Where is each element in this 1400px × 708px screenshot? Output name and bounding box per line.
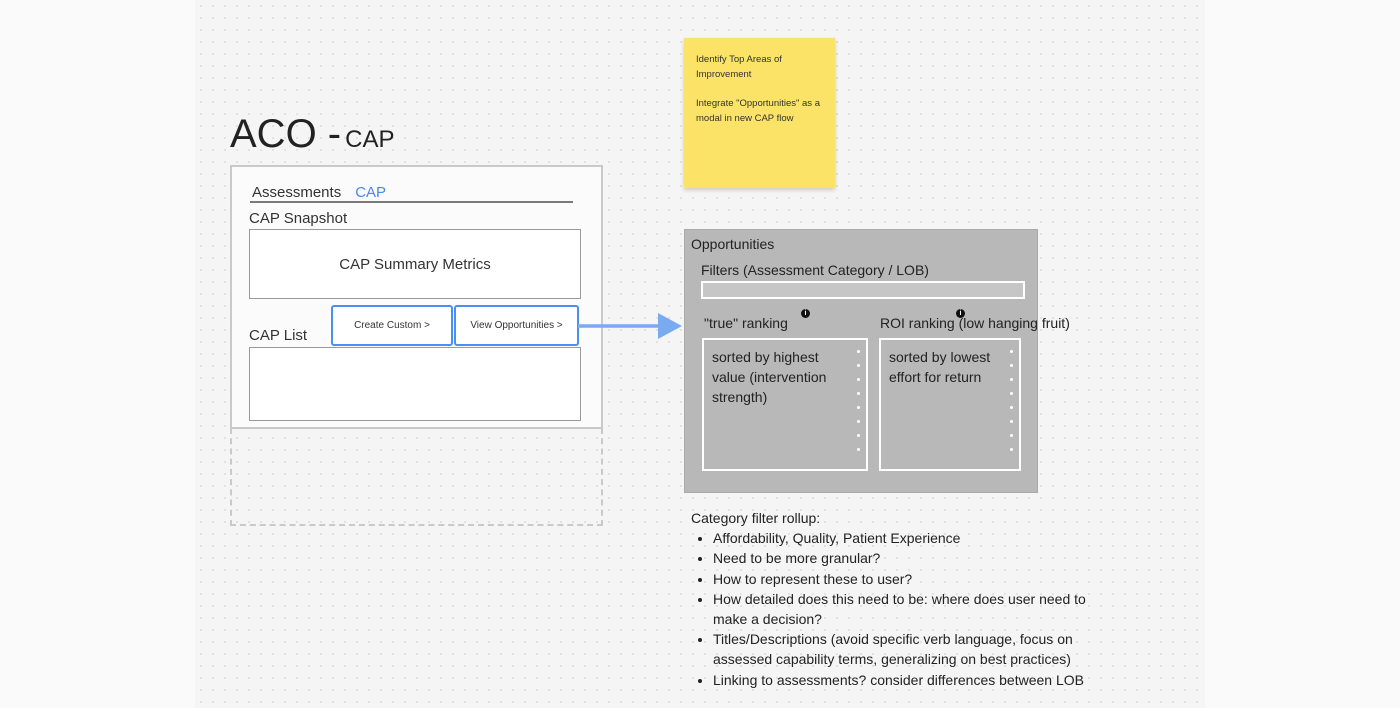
wireframe-extension [230,428,603,526]
connector-arrow-icon [578,313,682,339]
sticky-line-1: Identify Top Areas of Improvement [696,54,782,80]
cap-summary-metrics-label: CAP Summary Metrics [339,255,491,273]
list-item: How detailed does this need to be: where… [713,589,1113,629]
info-icon[interactable]: i [801,309,810,318]
cap-summary-metrics-box: CAP Summary Metrics [249,229,581,299]
roi-ranking-label: ROI ranking (low hanging fruit) [880,315,1070,331]
scrollbar-dots-icon [857,350,861,462]
cap-list-label: CAP List [249,327,308,344]
roi-ranking-text: sorted by lowest effort for return [889,349,991,385]
tab-cap[interactable]: CAP [355,184,387,201]
create-custom-button[interactable]: Create Custom > [331,305,453,346]
sticky-line-2: Integrate "Opportunities" as a modal in … [696,98,820,124]
sticky-note: Identify Top Areas of Improvement Integr… [684,38,835,188]
cap-list-box [249,347,581,421]
filters-label: Filters (Assessment Category / LOB) [701,262,929,278]
view-opportunities-button[interactable]: View Opportunities > [454,305,579,346]
opportunities-title: Opportunities [691,236,775,252]
list-item: Affordability, Quality, Patient Experien… [713,528,1113,548]
scrollbar-dots-icon [1010,350,1014,462]
roi-ranking-list[interactable]: sorted by lowest effort for return [879,338,1021,471]
list-item: Linking to assessments? consider differe… [713,670,1143,690]
info-icon[interactable]: i [956,309,965,318]
tab-bar: Assessments CAP [252,184,386,201]
title-sub: CAP [345,126,395,153]
notes-heading: Category filter rollup: [691,510,821,526]
true-ranking-text: sorted by highest value (intervention st… [712,349,827,405]
tab-assessments[interactable]: Assessments [252,184,342,201]
true-ranking-label: "true" ranking [704,315,788,331]
title-main: ACO - [230,112,342,156]
tab-underline [250,201,573,203]
list-item: Titles/Descriptions (avoid specific verb… [713,629,1125,669]
filter-bar[interactable] [701,281,1025,299]
cap-snapshot-label: CAP Snapshot [249,210,348,227]
list-item: How to represent these to user? [713,569,1113,589]
true-ranking-list[interactable]: sorted by highest value (intervention st… [702,338,868,471]
category-notes: Category filter rollup: Affordability, Q… [691,508,1143,690]
page-title: ACO -CAP [230,112,394,157]
list-item: Need to be more granular? [713,548,1113,568]
